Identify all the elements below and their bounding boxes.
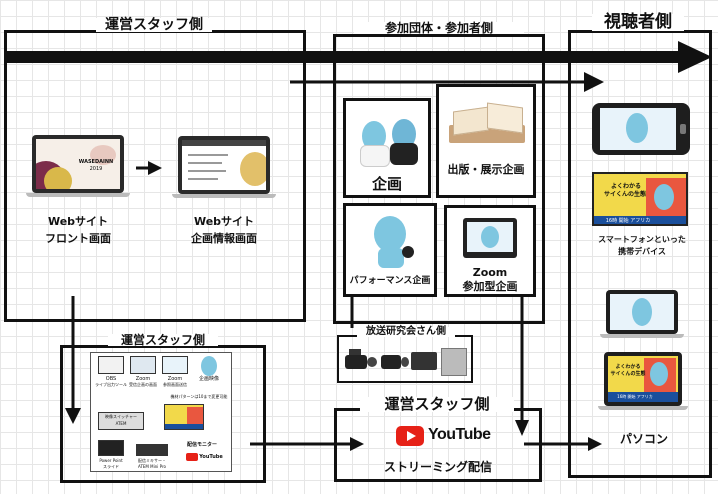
tile-publish-label: 出版・展示企画	[447, 163, 525, 176]
web-project-caption: Webサイト 企画情報画面	[168, 213, 280, 247]
ops-monitor-label: 配信モニター	[186, 442, 217, 448]
banner-footer: 16時 開始 アフリカ	[605, 218, 651, 224]
broadcast-booth-photo	[441, 348, 467, 376]
main-flow-arrowhead	[678, 41, 712, 73]
laptop-project-screen	[182, 140, 266, 190]
mascot-icon	[626, 113, 648, 143]
ops-switch-note: 機材パターンは10まで変更可能	[170, 394, 228, 399]
zoom-monitor-icon	[463, 218, 517, 258]
pc-banner-footer: 16時 開始 アフリカ	[617, 394, 653, 399]
video-camera-icon	[345, 349, 377, 371]
ops-zoom2-label: Zoom	[167, 376, 183, 382]
broadcast-group-label: 放送研究会さん側	[357, 327, 455, 337]
ops-banner	[164, 404, 204, 430]
mobile-banner: よくわかる サイくんの生態 16時 開始 アフリカ	[592, 172, 688, 226]
tile-kikaku: 企画	[343, 98, 431, 198]
web-front-line1: Webサイト	[47, 215, 109, 228]
streaming-group-label: 運営スタッフ側	[360, 397, 514, 412]
ops-zoom1-sub: 受信企画の画面	[129, 382, 157, 387]
mascot-mic-icon	[368, 214, 418, 270]
video-camera-icon-2	[381, 349, 409, 371]
tile-zoom-label-1: Zoom	[472, 266, 508, 279]
mascot-pair-icon	[356, 111, 422, 167]
ops-zoom1-label: Zoom	[135, 376, 151, 382]
ops-group-label: 運営スタッフ側	[108, 334, 218, 346]
ops-zoom2-sub: 参照画面送信	[163, 382, 187, 387]
tile-zoom: Zoom 参加型企画	[444, 205, 536, 297]
laptop-front-screen: WASEDAINN 2019	[36, 139, 120, 189]
ops-video-label: 企画映像	[198, 376, 219, 382]
ops-switcher	[98, 412, 144, 430]
ops-mixer-label: 配信ミキサー・	[138, 458, 166, 463]
banner-title-2: サイくんの生態	[603, 191, 646, 198]
viewers-group-frame	[568, 30, 712, 478]
ops-switcher-model: ATEM	[115, 421, 127, 426]
youtube-wordmark: YouTube	[428, 426, 491, 443]
laptop-front-title: WASEDAINN	[78, 159, 114, 165]
youtube-to-pc-arrowhead	[588, 437, 602, 451]
ops-powerpoint-tile	[98, 440, 124, 456]
ops-mixer-tile	[136, 444, 168, 456]
web-project-line1: Webサイト	[193, 215, 255, 228]
tile-zoom-label-2: 参加型企画	[462, 280, 518, 293]
viewers-group-label: 視聴者側	[592, 14, 684, 31]
ops-youtube-mini: YouTube	[186, 452, 224, 462]
tile-performance: パフォーマンス企画	[343, 203, 437, 297]
zoom-down-arrowhead	[515, 420, 529, 436]
mobile-caption-line2: 携帯デバイス	[618, 247, 666, 256]
staff-group-label: 運営スタッフ側	[96, 18, 212, 32]
tile-performance-label: パフォーマンス企画	[349, 276, 431, 286]
participants-group-label: 参加団体・参加者側	[354, 22, 524, 34]
ops-mascot-icon	[201, 356, 217, 376]
ops-zoom-tile-1	[130, 356, 156, 374]
ops-obs-label: OBS	[105, 376, 117, 382]
ops-obs-sub: ライブ出力ツール	[95, 382, 127, 387]
participant-flow-arrowhead	[584, 72, 604, 92]
ops-mixer-model: ATEM Mini Pro	[138, 464, 166, 469]
tile-kikaku-label: 企画	[371, 175, 402, 193]
ops-to-youtube-arrowhead	[350, 437, 364, 451]
front-to-project-arrowhead	[148, 161, 162, 175]
youtube-play-icon	[396, 426, 424, 446]
ops-obs-tile	[98, 356, 124, 374]
web-to-ops-arrowhead	[65, 408, 81, 424]
laptop-front-year: 2019	[89, 166, 103, 172]
mobile-caption: スマートフォンといった 携帯デバイス	[582, 234, 702, 258]
laptop-front: WASEDAINN 2019	[32, 135, 124, 193]
pc-banner-laptop: よくわかる サイくんの生態 16時 開始 アフリカ	[604, 352, 682, 406]
pc-device	[606, 290, 678, 334]
laptop-project	[178, 136, 270, 194]
pc-banner-title-2: サイくんの生態	[610, 371, 646, 377]
banner-title-1: よくわかる	[610, 183, 641, 190]
ops-switcher-label: 映像スイッチャー	[105, 414, 137, 419]
audio-mixer-icon	[411, 352, 437, 370]
mascot-icon-pc	[632, 298, 652, 326]
tile-publish: 出版・展示企画	[436, 84, 536, 198]
streaming-caption: ストリーミング配信	[383, 460, 492, 474]
ops-powerpoint-sub: スライド	[103, 464, 119, 469]
web-project-line2: 企画情報画面	[191, 232, 257, 245]
pc-caption: パソコン	[619, 432, 668, 446]
ops-zoom-tile-2	[162, 356, 188, 374]
youtube-logo: YouTube	[396, 424, 491, 448]
mobile-caption-line1: スマートフォンといった	[598, 235, 686, 244]
web-front-line2: フロント画面	[45, 232, 111, 245]
ops-powerpoint-label: Power Point	[99, 458, 123, 463]
pc-banner-title-1: よくわかる	[615, 364, 641, 370]
web-front-caption: Webサイト フロント画面	[22, 213, 134, 247]
ops-group-frame	[60, 345, 266, 483]
smartphone-device	[592, 103, 690, 155]
open-book-icon	[449, 101, 525, 145]
participants-group-frame	[333, 34, 545, 324]
